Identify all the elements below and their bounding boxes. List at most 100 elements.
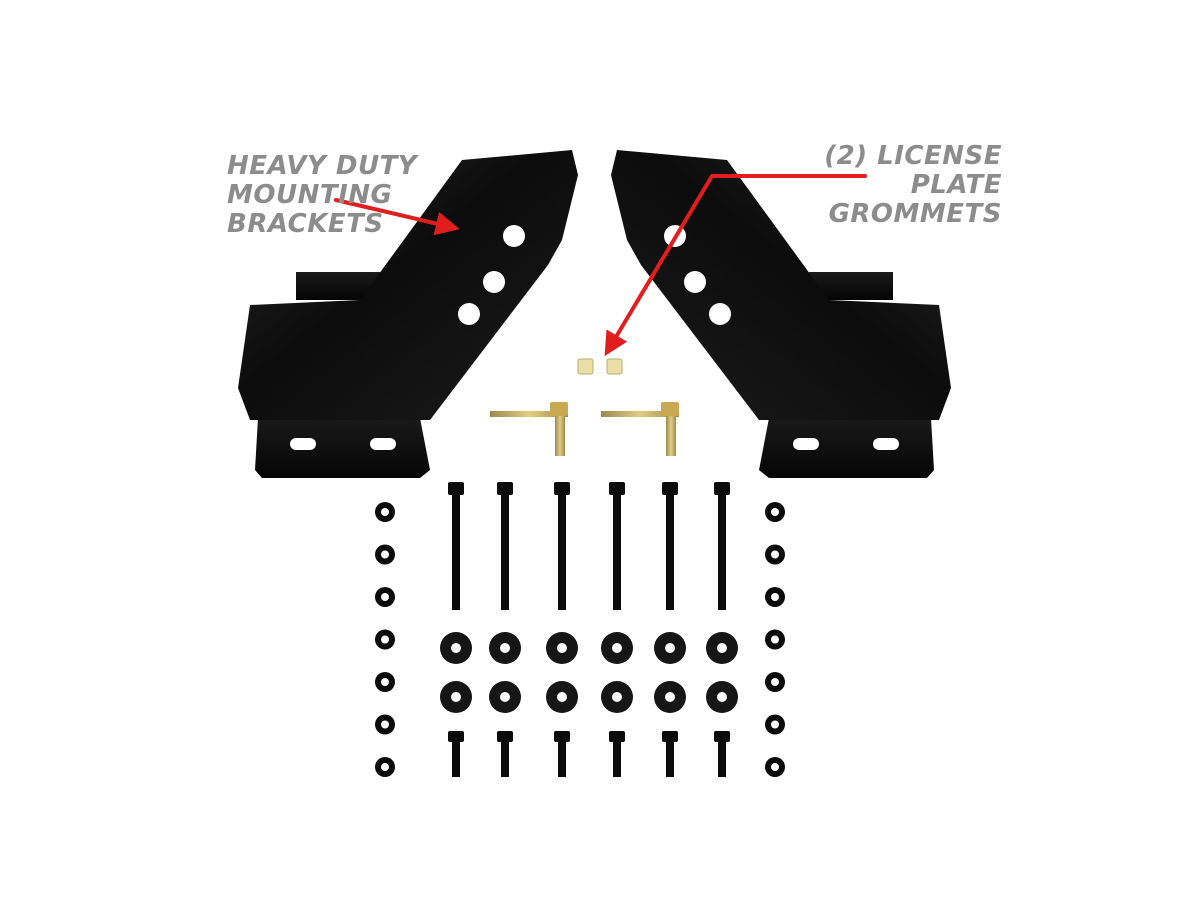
washer-hole <box>717 692 727 702</box>
nut-hole <box>381 508 389 516</box>
nut-hole <box>381 678 389 686</box>
nut-hole <box>771 720 779 729</box>
long-bolt <box>714 482 730 610</box>
nut <box>765 672 785 692</box>
washer-hole <box>665 692 675 702</box>
callout-line: HEAVY DUTY <box>227 151 418 181</box>
bracket-hole <box>503 225 525 247</box>
plate-bolt <box>601 402 679 456</box>
nut <box>375 629 395 650</box>
washer <box>654 632 686 664</box>
bracket-hole <box>458 303 480 325</box>
washer-hole <box>500 643 510 653</box>
license-plate-bolts <box>490 402 679 456</box>
bolt-head <box>554 482 570 495</box>
long-bolt <box>497 482 513 610</box>
short-bolt <box>448 731 464 777</box>
bracket-hole <box>709 303 731 325</box>
short-bolt <box>497 731 513 777</box>
brackets-callout-label: HEAVY DUTY MOUNTING BRACKETS <box>227 152 417 239</box>
bolt-shank <box>613 741 621 777</box>
grommet <box>606 358 623 375</box>
washer <box>706 681 738 713</box>
washer <box>440 632 472 664</box>
bracket-slot <box>370 438 396 450</box>
nut-hole <box>771 508 779 516</box>
bolt-head <box>714 482 730 495</box>
bolt-head <box>609 731 625 742</box>
brackets-callout-arrow <box>334 198 460 236</box>
bolt-shank <box>718 741 726 777</box>
long-bolt <box>448 482 464 610</box>
washer-hole <box>612 692 622 702</box>
bolt-shank <box>452 494 460 610</box>
grommet <box>577 358 594 375</box>
plate-bolt-shank <box>666 416 676 456</box>
bolt-head <box>714 731 730 742</box>
short-bolt <box>662 731 678 777</box>
nuts <box>375 502 785 777</box>
bolt-head <box>662 482 678 495</box>
nut-hole <box>771 678 779 686</box>
callout-line: MOUNTING <box>227 180 393 210</box>
license-plate-grommets <box>577 358 623 375</box>
bolt-shank <box>501 494 509 610</box>
plate-bolt-head <box>550 402 568 416</box>
grommets-callout-label: (2) LICENSE PLATE GROMMETS <box>770 142 1002 229</box>
short-bolt <box>554 731 570 777</box>
washers <box>440 632 738 713</box>
right-mounting-bracket <box>611 150 951 478</box>
bolt-shank <box>613 494 621 610</box>
nut <box>375 587 395 607</box>
bolt-shank <box>501 741 509 777</box>
bolt-head <box>448 482 464 495</box>
nut <box>375 672 395 692</box>
bolt-head <box>448 731 464 742</box>
bolt-shank <box>666 741 674 777</box>
bolt-shank <box>718 494 726 610</box>
washer-hole <box>451 692 461 702</box>
washer <box>489 681 521 713</box>
nut <box>375 757 395 777</box>
nut <box>375 544 395 565</box>
plate-bolt-head <box>661 402 679 416</box>
nut <box>765 629 785 650</box>
callout-line: BRACKETS <box>227 209 384 239</box>
callout-line: GROMMETS <box>828 199 1002 229</box>
washer <box>601 632 633 664</box>
bolt-shank <box>452 741 460 777</box>
plate-bolt <box>490 402 568 456</box>
washer-hole <box>500 692 510 702</box>
nut-hole <box>381 720 389 729</box>
nut <box>765 502 785 522</box>
washer-hole <box>451 643 461 653</box>
washer <box>546 632 578 664</box>
nut <box>375 502 395 522</box>
bracket-slot <box>290 438 316 450</box>
bolt-head <box>609 482 625 495</box>
nut <box>765 587 785 607</box>
long-bolts <box>448 482 730 610</box>
nut-hole <box>381 763 389 771</box>
plate-bolt-shank <box>555 416 565 456</box>
bracket-slot <box>793 438 819 450</box>
bracket-hole <box>483 271 505 293</box>
washer-hole <box>557 692 567 702</box>
long-bolt <box>554 482 570 610</box>
callout-line: (2) LICENSE PLATE <box>824 141 1002 200</box>
long-bolt <box>609 482 625 610</box>
nut-hole <box>771 593 779 601</box>
bolt-shank <box>666 494 674 610</box>
washer-hole <box>717 643 727 653</box>
short-bolt <box>609 731 625 777</box>
bolt-shank <box>558 494 566 610</box>
washer <box>601 681 633 713</box>
washer-hole <box>612 643 622 653</box>
washer <box>489 632 521 664</box>
nut <box>375 714 395 735</box>
nut <box>765 714 785 735</box>
long-bolt <box>662 482 678 610</box>
short-bolt <box>714 731 730 777</box>
nut-hole <box>381 635 389 644</box>
